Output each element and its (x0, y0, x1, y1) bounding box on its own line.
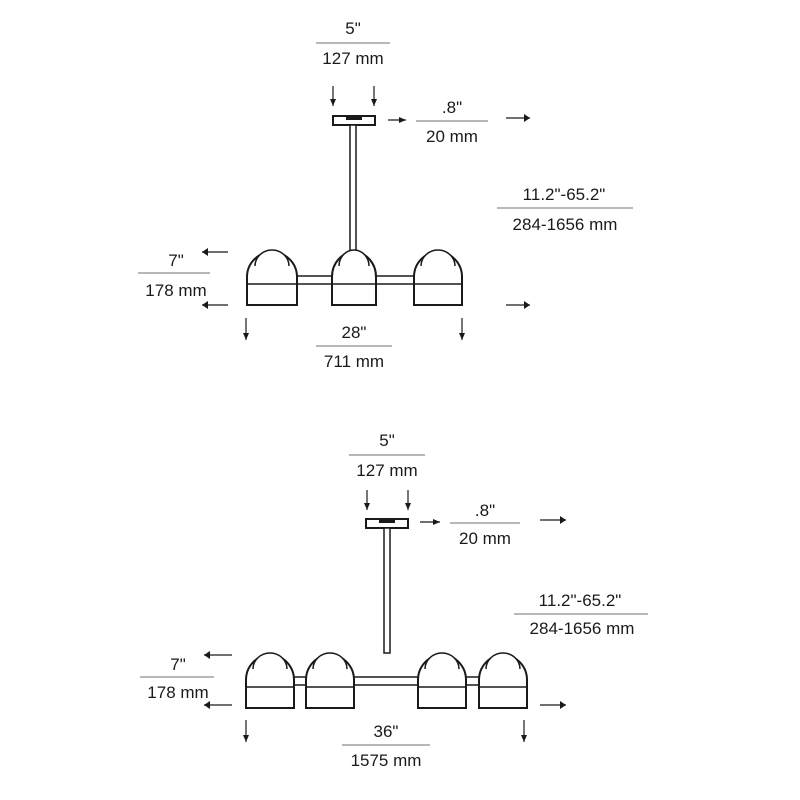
bottom-shade-height-arrow-bottom (204, 701, 210, 709)
bottom-canopy-cap (379, 519, 395, 523)
top-canopy-height-mm: 20 mm (426, 127, 478, 146)
top-shade-left (246, 249, 298, 306)
top-canopy-height-arrow (399, 117, 406, 123)
bottom-width-mm: 1575 mm (351, 751, 422, 770)
bottom-canopy-height-in: .8" (475, 501, 495, 520)
top-canopy-width-arrow-right (371, 99, 377, 106)
bottom-canopy-width-mm: 127 mm (356, 461, 417, 480)
top-shade-height-in: 7" (168, 251, 184, 270)
top-overall-height-mm: 284-1656 mm (513, 215, 618, 234)
top-overall-height-in: 11.2"-65.2" (523, 185, 606, 204)
top-width-in: 28" (342, 323, 367, 342)
fixture-4-light: 5" 127 mm .8" 20 mm 11.2"-65.2" 284-1656… (140, 431, 648, 770)
bottom-width-arrow-right (521, 735, 527, 742)
fixture-3-light: 5" 127 mm .8" 20 mm 11.2"-65.2" 284-1656… (138, 19, 633, 371)
top-canopy-width-mm: 127 mm (322, 49, 383, 68)
top-width-arrow-right (459, 333, 465, 340)
top-canopy-width-arrow-left (330, 99, 336, 106)
bottom-canopy-width-arrow-left (364, 503, 370, 510)
bottom-shade-height-in: 7" (170, 655, 186, 674)
top-shade-height-arrow-top (202, 248, 208, 256)
top-canopy-height-in: .8" (442, 98, 462, 117)
bottom-width-in: 36" (374, 722, 399, 741)
bottom-shade-3 (417, 652, 467, 709)
top-canopy-cap (346, 116, 362, 120)
top-shade-center (331, 249, 377, 306)
top-shade-height-arrow-bottom (202, 301, 208, 309)
bottom-canopy-height-arrow (433, 519, 440, 525)
bottom-width-arrow-left (243, 735, 249, 742)
top-width-mm: 711 mm (324, 352, 384, 371)
top-overall-height-arrow-top (524, 114, 530, 122)
top-width-arrow-left (243, 333, 249, 340)
bottom-shade-4 (478, 652, 528, 709)
bottom-canopy-width-in: 5" (379, 431, 395, 450)
top-canopy-width-in: 5" (345, 19, 361, 38)
bottom-canopy-height-mm: 20 mm (459, 529, 511, 548)
top-overall-height-arrow-bottom (524, 301, 530, 309)
bottom-overall-height-arrow-top (560, 516, 566, 524)
bottom-shade-1 (245, 652, 295, 709)
bottom-shade-height-arrow-top (204, 651, 210, 659)
bottom-shade-2 (305, 652, 355, 709)
bottom-overall-height-mm: 284-1656 mm (530, 619, 635, 638)
bottom-stem (383, 527, 391, 654)
bottom-overall-height-arrow-bottom (560, 701, 566, 709)
top-stem (349, 124, 357, 252)
top-shade-height-mm: 178 mm (145, 281, 206, 300)
top-shade-right (413, 249, 463, 306)
bottom-canopy-width-arrow-right (405, 503, 411, 510)
bottom-overall-height-in: 11.2"-65.2" (539, 591, 622, 610)
bottom-shade-height-mm: 178 mm (147, 683, 208, 702)
